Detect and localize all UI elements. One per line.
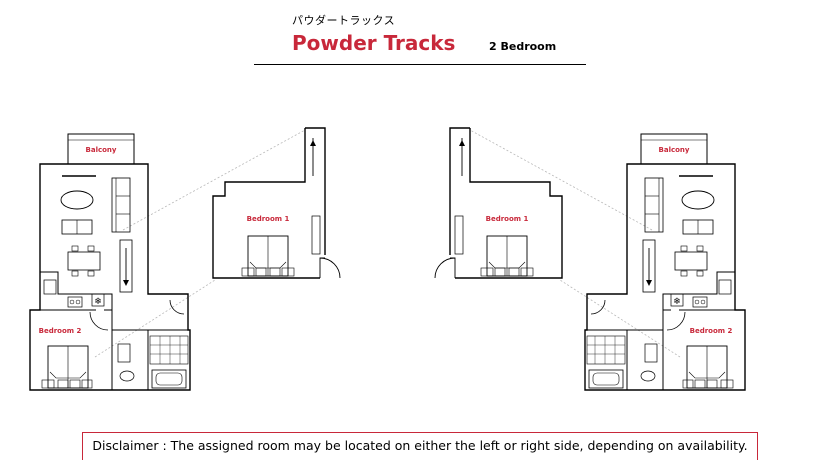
bedroom2-label-right: Bedroom 2 [690,327,733,335]
balcony-label-left: Balcony [86,146,117,154]
balcony-label-right: Balcony [659,146,690,154]
floor-plan-right [434,127,746,391]
japanese-name: パウダートラックス [292,14,396,27]
room-type: 2 Bedroom [489,40,557,53]
title-underline [254,64,586,65]
bedroom1-label-right: Bedroom 1 [486,215,529,223]
bedroom1-label-left: Bedroom 1 [247,215,290,223]
disclaimer: Disclaimer : The assigned room may be lo… [82,432,758,460]
floor-plans: ❄ [29,127,746,391]
floor-plan-left [29,127,341,391]
bedroom2-label-left: Bedroom 2 [39,327,82,335]
page-title: Powder Tracks [292,31,456,55]
